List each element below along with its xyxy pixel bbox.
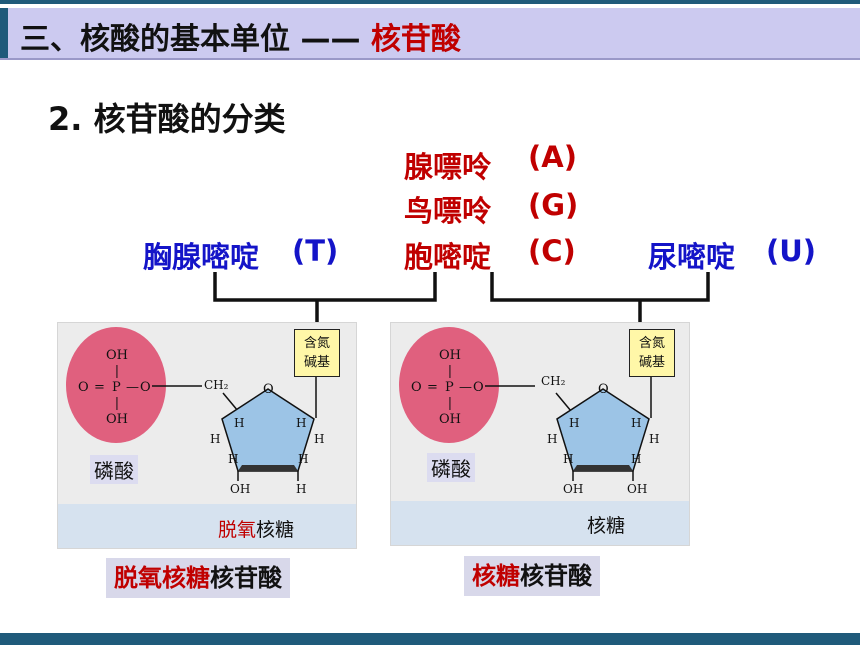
svg-text:H: H bbox=[210, 432, 220, 446]
svg-text:CH₂: CH₂ bbox=[541, 374, 566, 388]
svg-text:H: H bbox=[631, 416, 641, 430]
deoxyribose-label: 脱氧核糖 bbox=[218, 519, 295, 541]
svg-text:P: P bbox=[445, 380, 454, 395]
base-cytosine-name: 胞嘧啶 bbox=[404, 240, 492, 274]
phosphate-circle bbox=[66, 327, 166, 443]
oh-2prime-carbon: OH bbox=[563, 482, 583, 496]
svg-text:O: O bbox=[411, 380, 422, 395]
h-2prime-carbon: H bbox=[296, 482, 306, 496]
svg-text:H: H bbox=[298, 452, 308, 466]
deoxyribonucleotide-diagram: OH | O = P — O | OH CH₂ O H H H H H H OH… bbox=[66, 327, 324, 496]
svg-text:H: H bbox=[314, 432, 324, 446]
phosphate-circle bbox=[399, 327, 499, 443]
p-atom: P bbox=[112, 380, 121, 395]
svg-text:O: O bbox=[598, 382, 609, 397]
oh-2prime-carbon: OH bbox=[230, 482, 250, 496]
phosphate-label: 磷酸 bbox=[90, 455, 138, 484]
svg-text:O: O bbox=[473, 380, 484, 395]
section-subtitle: 2. 核苷酸的分类 bbox=[48, 100, 286, 138]
page-title: 三、核酸的基本单位 —— 核苷酸 bbox=[20, 14, 461, 58]
base-thymine-code: (T) bbox=[292, 234, 339, 268]
base-guanine-code: (G) bbox=[528, 188, 579, 222]
svg-text:H: H bbox=[563, 452, 573, 466]
oh-top: OH bbox=[106, 348, 128, 363]
rna-bases-bracket bbox=[490, 272, 710, 326]
nitrogen-base-box: 含氮 碱基 bbox=[294, 329, 340, 377]
svg-text:H: H bbox=[569, 416, 579, 430]
title-highlight: 核苷酸 bbox=[370, 22, 461, 57]
ribonucleotide-caption: 核糖核苷酸 bbox=[464, 556, 600, 596]
oh-3prime-carbon: OH bbox=[627, 482, 647, 496]
deoxyribonucleotide-structure: OH | O = P — O | OH CH₂ O H H H H H H OH… bbox=[57, 322, 357, 549]
ribose-label: 核糖 bbox=[587, 515, 626, 537]
svg-text:|: | bbox=[448, 364, 452, 379]
svg-text:O: O bbox=[263, 382, 274, 397]
svg-text:H: H bbox=[228, 452, 238, 466]
sugar-label-strip bbox=[391, 501, 689, 545]
dash-1: — bbox=[126, 380, 139, 395]
base-adenine-name: 腺嘌呤 bbox=[404, 150, 492, 184]
oh-bottom: OH bbox=[106, 412, 128, 427]
bond-top: | bbox=[115, 364, 119, 379]
bond-bottom: | bbox=[115, 396, 119, 411]
svg-text:OH: OH bbox=[439, 348, 461, 363]
base-cytosine-code: (C) bbox=[528, 234, 576, 268]
svg-text:H: H bbox=[234, 416, 244, 430]
ch2-label: CH₂ bbox=[204, 378, 229, 392]
svg-text:OH: OH bbox=[439, 412, 461, 427]
svg-text:H: H bbox=[631, 452, 641, 466]
title-accent bbox=[0, 8, 8, 58]
base-guanine-name: 鸟嘌呤 bbox=[404, 194, 492, 228]
phosphate-label: 磷酸 bbox=[427, 453, 475, 482]
ribonucleotide-structure: OH | O = P — O | OH CH₂ O H H H H H H OH… bbox=[390, 322, 690, 546]
svg-text:|: | bbox=[448, 396, 452, 411]
top-accent-line bbox=[0, 0, 860, 4]
o-left: O bbox=[78, 380, 89, 395]
base-adenine-code: (A) bbox=[528, 140, 577, 174]
eq-sign: = bbox=[94, 380, 105, 395]
base-uracil-code: (U) bbox=[766, 234, 817, 268]
deoxyribonucleotide-caption: 脱氧核糖核苷酸 bbox=[106, 558, 290, 598]
dna-bases-bracket bbox=[213, 272, 437, 326]
svg-text:—: — bbox=[459, 380, 472, 395]
base-uracil-name: 尿嘧啶 bbox=[648, 240, 736, 274]
title-prefix: 三、核酸的基本单位 —— bbox=[20, 22, 361, 57]
svg-text:H: H bbox=[649, 432, 659, 446]
svg-text:=: = bbox=[427, 380, 438, 395]
bottom-accent-bar bbox=[0, 633, 860, 645]
nitrogen-base-box: 含氮 碱基 bbox=[629, 329, 675, 377]
title-bar: 三、核酸的基本单位 —— 核苷酸 bbox=[0, 8, 860, 58]
svg-text:H: H bbox=[296, 416, 306, 430]
sugar-label-strip bbox=[58, 504, 356, 548]
o-right: O bbox=[140, 380, 151, 395]
base-thymine-name: 胸腺嘧啶 bbox=[143, 240, 260, 274]
svg-text:H: H bbox=[547, 432, 557, 446]
ribonucleotide-diagram: OH | O = P — O | OH CH₂ O H H H H H H OH… bbox=[399, 327, 659, 496]
title-shadow bbox=[0, 58, 860, 60]
